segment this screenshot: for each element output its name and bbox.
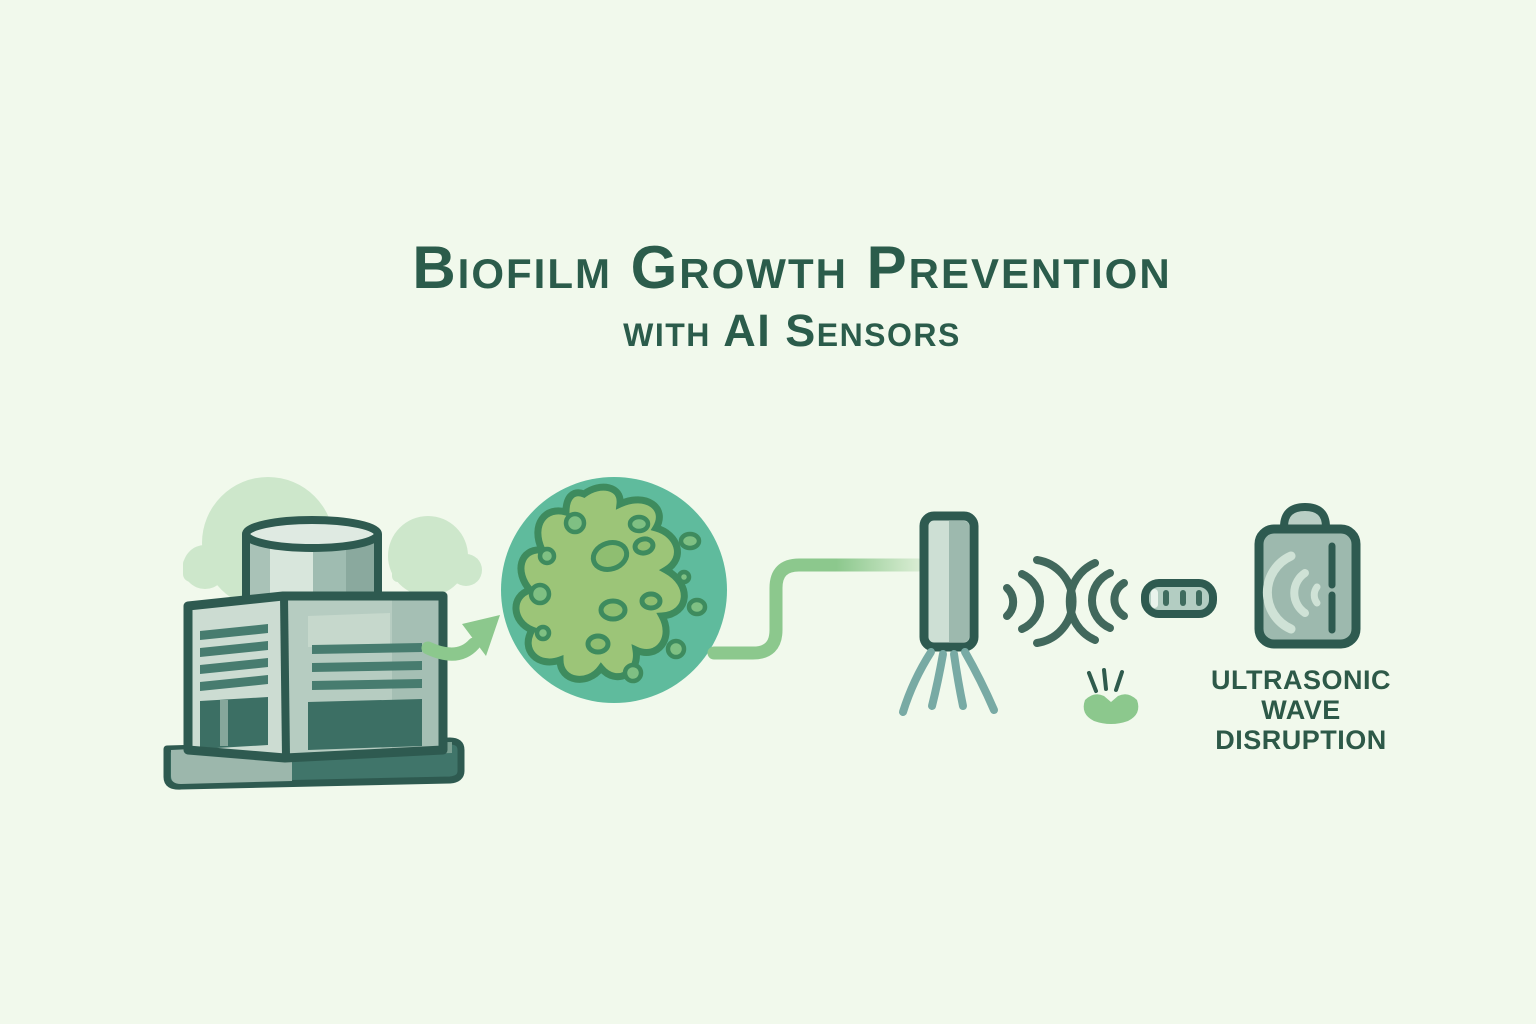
tower-right-louvers	[312, 643, 422, 690]
waves-leftward-icon	[1065, 559, 1128, 644]
ultrasonic-device-label: ULTRASONIC WAVE DISRUPTION	[1211, 665, 1391, 755]
chip-body	[1141, 579, 1217, 618]
tower-right-panel	[308, 699, 422, 750]
title-line-1: Biofilm Growth Prevention	[412, 234, 1172, 301]
microbe-bubbles	[528, 511, 708, 684]
impact-ticks	[1087, 668, 1124, 693]
tower-left-panel	[200, 697, 268, 749]
blob-pores	[585, 536, 663, 655]
emitter-wave-arcs	[1262, 551, 1321, 634]
ai-chip-icon	[1141, 579, 1217, 618]
cloud-right	[388, 516, 468, 596]
tower-left-louvers	[200, 624, 268, 691]
tower-body	[183, 591, 448, 763]
spray-icon	[899, 648, 998, 716]
pipe-connector-icon	[707, 558, 925, 660]
emitter-body	[1254, 524, 1361, 649]
sensor-probe-icon	[899, 511, 998, 716]
cooling-tower-icon	[163, 516, 465, 790]
fragment-body	[1083, 694, 1139, 724]
ultrasonic-waves-icon	[1003, 556, 1128, 647]
ultrasonic-emitter-icon	[1254, 503, 1361, 649]
probe-shade	[949, 521, 969, 642]
dislodged-biofilm-icon	[1083, 668, 1139, 724]
page-title: Biofilm Growth Prevention with AI Sensor…	[24, 236, 1536, 354]
tower-cylinder	[242, 516, 382, 598]
waves-rightward-icon	[1003, 556, 1077, 647]
biofilm-microbe-icon	[501, 477, 727, 703]
title-line-2: with AI Sensors	[623, 305, 961, 356]
flow-arrow-icon	[421, 615, 500, 661]
